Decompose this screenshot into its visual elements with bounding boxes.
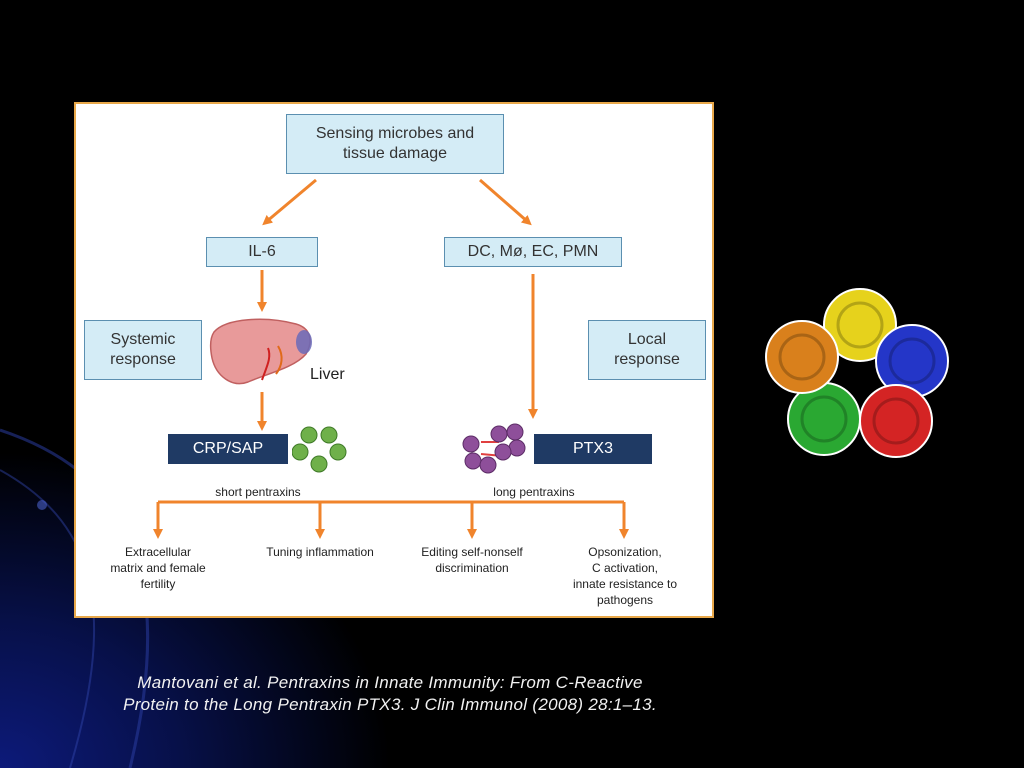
- outcome-extracellular-matrix: Extracellular matrix and female fertilit…: [110, 545, 206, 591]
- citation-text: Mantovani et al. Pentraxins in Innate Im…: [123, 673, 657, 714]
- outcome-tuning-inflammation: Tuning inflammation: [266, 545, 374, 559]
- box-il6: IL-6: [206, 237, 318, 267]
- liver-label: Liver: [310, 366, 345, 383]
- short-pentraxins-label: short pentraxins: [215, 485, 301, 499]
- box-sensing-microbes: Sensing microbes and tissue damage: [286, 114, 504, 174]
- box-systemic-response: Systemic response: [84, 320, 202, 380]
- flow-arrows: [153, 178, 629, 539]
- box-ptx3: PTX3: [534, 434, 652, 464]
- box-local-response: Local response: [588, 320, 706, 380]
- outcome-editing-self-nonself: Editing self-nonself discrimination: [421, 545, 523, 575]
- diagram-panel: Sensing microbes and tissue damage IL-6 …: [74, 102, 714, 618]
- long-pentraxins-label: long pentraxins: [493, 485, 575, 499]
- box-crp-sap: CRP/SAP: [168, 434, 288, 464]
- liver-icon: [209, 318, 312, 385]
- outcome-opsonization: Opsonization, C activation, innate resis…: [572, 545, 678, 607]
- ptx3-protein-structure-image: [765, 288, 949, 458]
- short-pentraxin-pentamer-icon: [292, 426, 347, 473]
- long-pentraxin-cluster-icon: [462, 423, 526, 474]
- box-immune-cells: DC, Mø, EC, PMN: [444, 237, 622, 267]
